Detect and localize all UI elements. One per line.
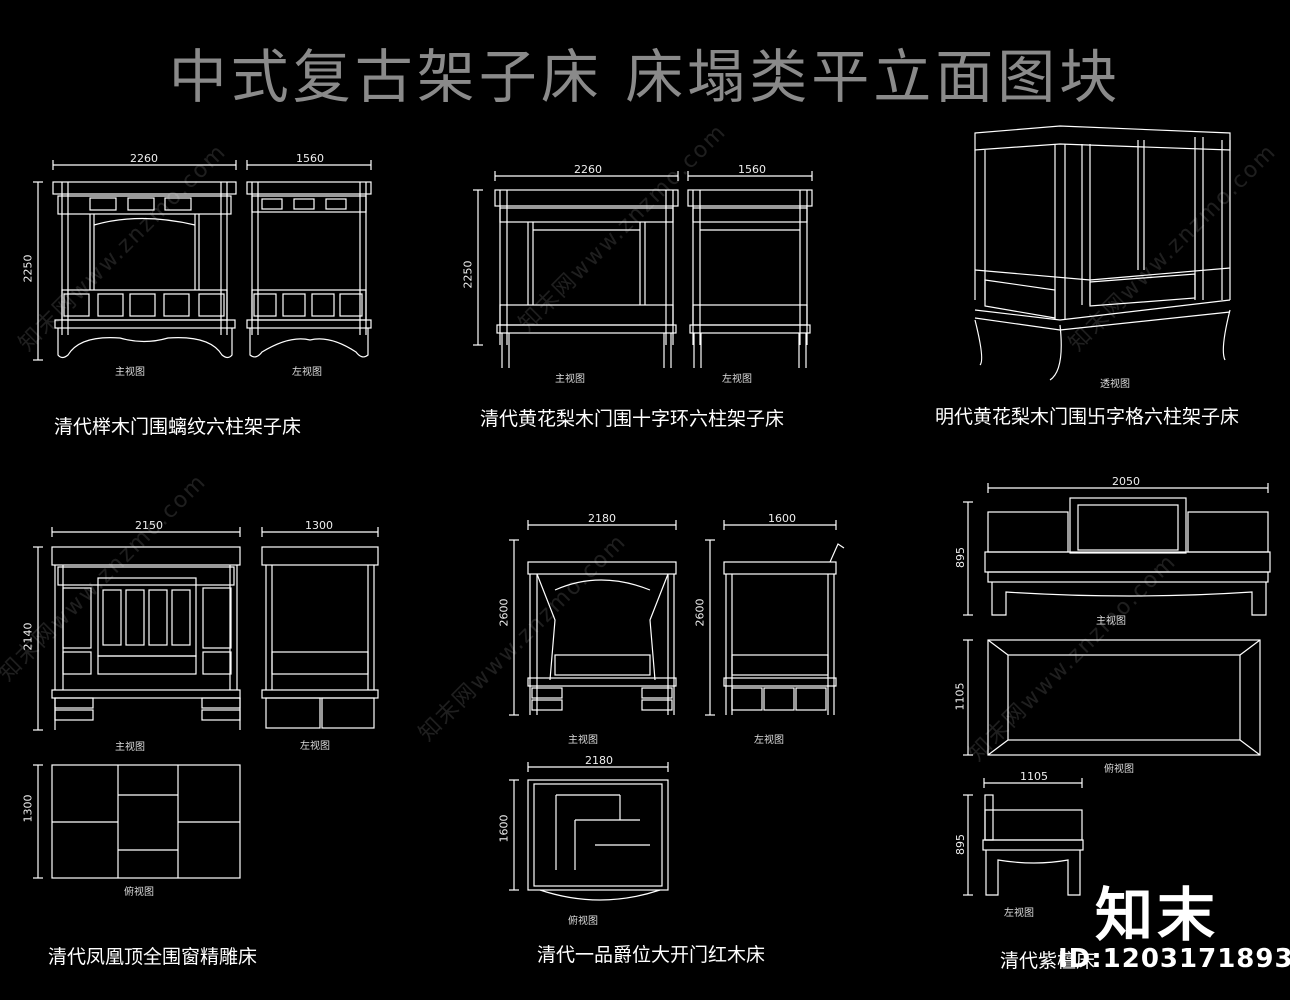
dim-label: 895 — [954, 834, 967, 855]
view-label: 主视图 — [555, 374, 585, 385]
view-label: 主视图 — [1096, 616, 1126, 627]
view-label: 透视图 — [1100, 379, 1130, 390]
dim-label: 2260 — [130, 152, 158, 165]
dim-label: 1600 — [768, 512, 796, 525]
bed-caption: 清代凤凰顶全围窗精雕床 — [48, 946, 258, 968]
bed1-front-view — [33, 160, 237, 361]
bed2-front-view — [473, 171, 679, 368]
bed-caption: 清代一品爵位大开门红木床 — [537, 944, 766, 966]
bed4-top-view — [33, 764, 241, 879]
bed6-side-view — [963, 778, 1084, 896]
dim-label: 1105 — [953, 682, 967, 711]
dim-label: 1300 — [305, 519, 333, 532]
dim-label: 2260 — [574, 163, 602, 176]
bed5-top-view — [509, 762, 669, 901]
bed-caption: 清代黄花梨木门围十字环六柱架子床 — [480, 408, 785, 430]
view-label: 主视图 — [115, 742, 145, 753]
view-label: 俯视图 — [1104, 764, 1134, 775]
bed3-perspective-view — [974, 125, 1231, 381]
bed5-side-view — [705, 520, 845, 716]
dim-label: 1600 — [497, 814, 511, 843]
dim-label: 895 — [954, 547, 967, 568]
dim-label: 1300 — [21, 794, 35, 823]
dim-label: 2250 — [461, 260, 475, 289]
dim-label: 2600 — [497, 598, 511, 627]
bed6-top-view — [963, 639, 1261, 756]
view-label: 左视图 — [292, 367, 322, 378]
dim-label: 2140 — [21, 622, 35, 651]
view-label: 左视图 — [722, 374, 752, 385]
dim-label: 2150 — [135, 519, 163, 532]
dim-label: 2600 — [693, 598, 707, 627]
image-id-text: ID:1203171893 — [1058, 944, 1290, 974]
dim-label: 1560 — [296, 152, 324, 165]
bed5-front-view — [509, 520, 677, 716]
page-title: 中式复古架子床 床塌类平立面图块 — [168, 43, 1122, 111]
dim-label: 2250 — [21, 254, 35, 283]
bed-caption: 清代榉木门围螭纹六柱架子床 — [54, 416, 302, 438]
view-label: 主视图 — [115, 367, 145, 378]
dim-label: 2050 — [1112, 475, 1140, 488]
dim-label: 2180 — [585, 754, 613, 767]
view-label: 俯视图 — [568, 916, 598, 927]
bed4-front-view — [33, 527, 241, 731]
dim-label: 1560 — [738, 163, 766, 176]
view-label: 主视图 — [568, 735, 598, 746]
view-label: 左视图 — [1004, 908, 1034, 919]
bed4-side-view — [261, 527, 379, 729]
bed-caption: 明代黄花梨木门围卐字格六柱架子床 — [935, 406, 1240, 428]
dim-label: 1105 — [1020, 770, 1048, 783]
bed6-front-view — [963, 483, 1271, 616]
bed1-side-view — [246, 160, 372, 358]
view-label: 左视图 — [754, 735, 784, 746]
bed2-side-view — [687, 171, 813, 368]
view-label: 俯视图 — [124, 887, 154, 898]
bed-caption: 清代紫檀床 — [1000, 950, 1096, 972]
view-label: 左视图 — [300, 741, 330, 752]
dim-label: 2180 — [588, 512, 616, 525]
brand-logo: 知末 — [1095, 881, 1220, 949]
